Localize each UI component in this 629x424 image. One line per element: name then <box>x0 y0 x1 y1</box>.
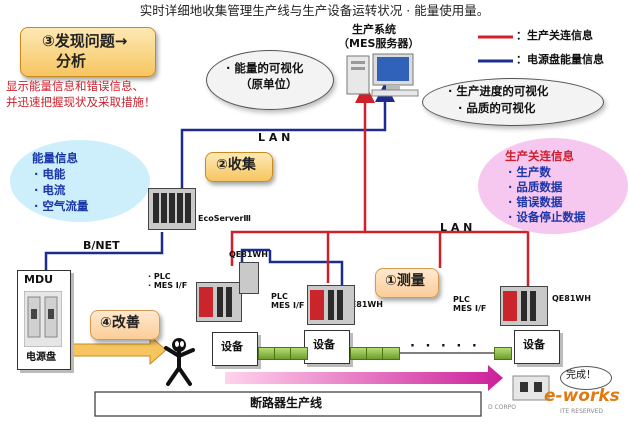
production-visualization-bubble <box>422 78 604 126</box>
step3-label-line2: 分析 <box>56 52 87 70</box>
conveyor-dots: · · · · · <box>410 339 480 354</box>
lan-right-label: L A N <box>440 221 473 234</box>
step4-arrow <box>66 334 167 366</box>
production-info-item-4: · 设备停止数据 <box>508 210 586 224</box>
equipment-box-1 <box>212 332 258 366</box>
lan-top-label: L A N <box>258 131 291 144</box>
energy-info-item-2: · 电流 <box>34 183 66 197</box>
legend-blue-label: ：电源盘能量信息 <box>516 53 604 66</box>
blue-line-bnet <box>44 232 164 270</box>
meter-label-1: QE81WH <box>229 250 268 259</box>
meter-device-1 <box>239 262 259 294</box>
energy-info-title: 能量信息 <box>32 151 78 165</box>
production-bubble-line2: · 品质的可视化 <box>458 101 536 115</box>
energy-info-item-3: · 空气流量 <box>34 199 89 213</box>
plc-device-2 <box>307 285 355 325</box>
equipment-box-2 <box>304 330 350 364</box>
step4-label: ④改善 <box>100 315 140 331</box>
mdu-title: MDU <box>24 273 54 286</box>
worker-figure-icon <box>164 338 195 386</box>
energy-bubble-line2: （原单位） <box>240 77 298 91</box>
production-info-item-3: · 错误数据 <box>508 195 563 209</box>
server-computer-icon <box>346 53 419 97</box>
plc-label-right: PLC MES I/F <box>453 295 487 314</box>
blue-line-lan <box>180 82 395 192</box>
equipment-box-3 <box>514 330 560 364</box>
blue-line-meters-2 <box>268 250 344 285</box>
complete-speech-bubble <box>560 366 612 390</box>
blue-line-meters <box>240 248 270 262</box>
line-base <box>94 391 482 417</box>
step4-box <box>90 310 160 340</box>
bnet-label: B/NET <box>83 239 120 252</box>
mdu-caption: 电源盘 <box>26 352 56 363</box>
watermark-logo: e-works <box>544 386 620 406</box>
production-info-item-1: · 生产数 <box>508 165 551 179</box>
step3-desc-line2: 并迅速把握现状及采取措施！ <box>6 95 156 109</box>
legend-red-label: ：生产关连信息 <box>516 29 593 42</box>
plc-device-1 <box>196 282 242 322</box>
step1-label: ①测量 <box>385 273 425 289</box>
energy-bubble-line1: · 能量的可视化 <box>226 61 304 75</box>
step3-box <box>20 27 156 77</box>
production-flow-arrow <box>225 365 503 391</box>
energy-info-cloud <box>10 140 150 222</box>
product-block <box>382 347 400 360</box>
equipment-label-2: 设备 <box>313 338 335 351</box>
footer-rights: ITE RESERVED <box>560 408 604 415</box>
production-info-cloud <box>478 138 628 234</box>
step3-label-line1: ③发现问题→ <box>42 32 128 50</box>
production-info-title: 生产关连信息 <box>505 149 574 163</box>
product-block <box>494 347 512 360</box>
line-label: 断路器生产线 <box>250 396 323 410</box>
energy-visualization-bubble <box>206 50 334 110</box>
meter-label-2: QE81WH <box>344 300 383 309</box>
server-label-line1: 生产系统 <box>352 23 396 36</box>
step2-label: ②收集 <box>216 157 256 173</box>
step2-box <box>205 152 273 182</box>
ecoserver-label: EcoServerⅢ <box>198 214 251 223</box>
plc-device-3 <box>500 286 548 326</box>
footer-text: D CORPO <box>488 404 516 411</box>
meter-label-3: QE81WH <box>552 294 591 303</box>
complete-label: 完成！ <box>566 370 596 381</box>
production-bubble-line1: · 生产进度的可视化 <box>448 84 549 98</box>
equipment-label-3: 设备 <box>523 338 545 351</box>
page-title: 实时详细地收集管理生产线与生产设备运转状况 · 能量使用量。 <box>139 3 490 18</box>
breaker-icon <box>24 291 62 347</box>
finished-breaker-icon <box>512 375 550 401</box>
plc-label-middle: PLC MES I/F <box>271 292 305 311</box>
step1-box <box>375 268 439 298</box>
product-block <box>290 347 308 360</box>
server-label-line2: （MES服务器） <box>338 37 420 50</box>
plc-label-left: · PLC · MES I/F <box>148 272 188 291</box>
step3-desc-line1: 显示能量信息和错误信息、 <box>6 79 144 93</box>
red-line-bus <box>230 230 530 290</box>
ecoserver-device <box>148 188 196 230</box>
energy-info-item-1: · 电能 <box>34 167 66 181</box>
equipment-label-1: 设备 <box>221 340 243 353</box>
production-info-item-2: · 品质数据 <box>508 180 563 194</box>
